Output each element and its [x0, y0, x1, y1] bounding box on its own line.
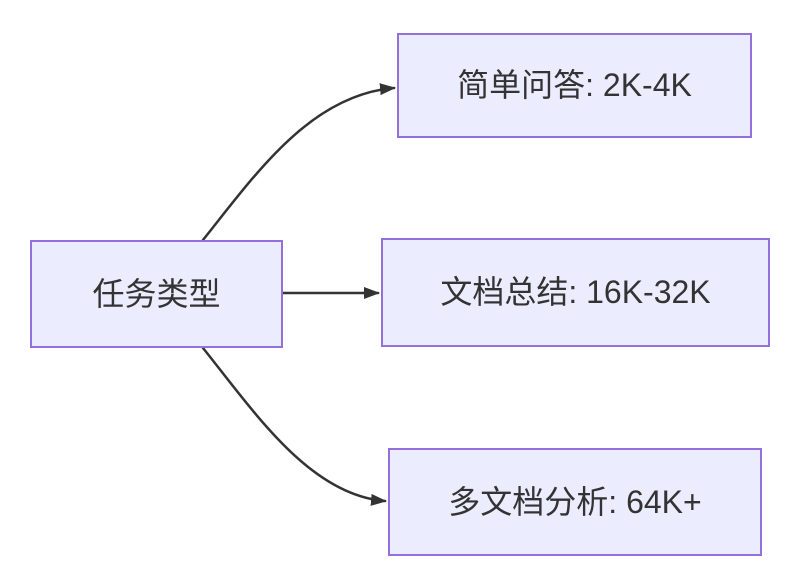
node-task-type: 任务类型 — [30, 240, 283, 348]
node-multi-doc-analysis: 多文档分析: 64K+ — [388, 448, 762, 556]
node-doc-summary: 文档总结: 16K-32K — [381, 238, 770, 347]
node-multi-doc-analysis-label: 多文档分析: 64K+ — [448, 483, 702, 520]
node-simple-qa: 简单问答: 2K-4K — [397, 33, 752, 138]
edge-task-to-multi-doc — [201, 346, 387, 506]
node-simple-qa-label: 简单问答: 2K-4K — [457, 67, 692, 104]
edge-task-to-simple-qa — [201, 83, 396, 242]
node-task-type-label: 任务类型 — [92, 275, 221, 312]
node-doc-summary-label: 文档总结: 16K-32K — [440, 274, 711, 311]
